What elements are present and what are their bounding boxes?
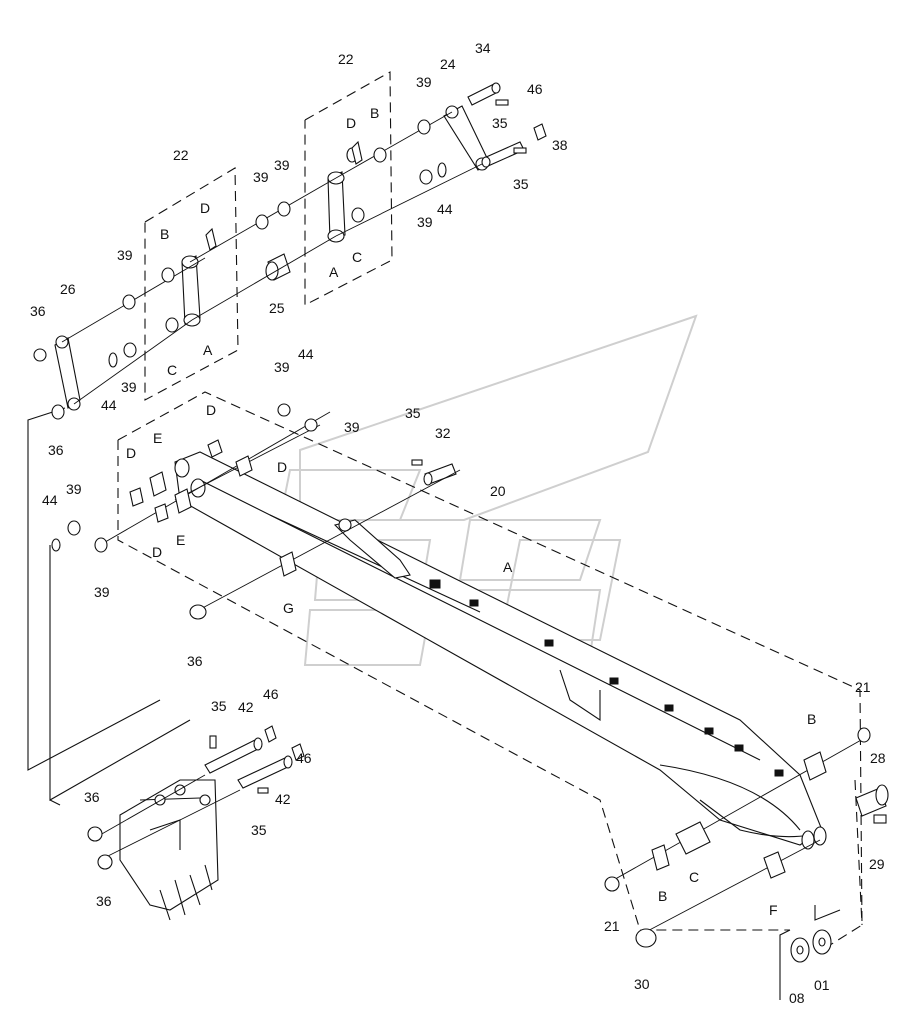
ref-label: 26 <box>60 281 76 297</box>
ref-label: 29 <box>869 856 885 872</box>
ref-label: 39 <box>416 74 432 90</box>
ref-label: 42 <box>238 699 254 715</box>
ref-label: 39 <box>117 247 133 263</box>
ref-label: D <box>152 544 162 560</box>
ref-label: D <box>277 459 287 475</box>
ref-label: 39 <box>274 157 290 173</box>
ref-label: 36 <box>96 893 112 909</box>
pin-32 <box>423 463 457 486</box>
ref-label: 35 <box>492 115 508 131</box>
pin-34 <box>467 82 501 106</box>
ref-label: 20 <box>490 483 506 499</box>
ref-label: 24 <box>440 56 456 72</box>
ref-label: 22 <box>338 51 354 67</box>
ref-label: 44 <box>437 201 453 217</box>
ref-label: 44 <box>101 397 117 413</box>
pin-42-upper <box>204 737 263 774</box>
lever-24 <box>443 105 489 171</box>
lever-26 <box>54 335 81 411</box>
ref-label: 39 <box>94 584 110 600</box>
ref-label: 32 <box>435 425 451 441</box>
ref-label: 39 <box>417 214 433 230</box>
reference-labels: 22 22 34 24 46 39 B D 35 38 35 39 39 44 … <box>30 40 886 1006</box>
ref-label: 35 <box>513 176 529 192</box>
ref-label: 28 <box>870 750 886 766</box>
ref-label: C <box>167 362 177 378</box>
ref-label: G <box>283 600 294 616</box>
ref-label: 44 <box>298 346 314 362</box>
ref-label: 36 <box>30 303 46 319</box>
ref-label: D <box>206 402 216 418</box>
ref-label: B <box>658 888 667 904</box>
group-boxes <box>117 71 863 946</box>
link-rod-upper <box>327 171 346 243</box>
ref-label: E <box>176 532 185 548</box>
boom-arm <box>174 451 827 850</box>
ref-label: D <box>126 445 136 461</box>
ref-label: 35 <box>251 822 267 838</box>
ref-label: 46 <box>263 686 279 702</box>
ref-label: 30 <box>634 976 650 992</box>
ref-label: 39 <box>274 359 290 375</box>
washers-08-01 <box>790 929 832 963</box>
ref-label: C <box>352 249 362 265</box>
ref-label: A <box>329 264 339 280</box>
ref-label: 35 <box>211 698 227 714</box>
ref-label: 35 <box>405 405 421 421</box>
ref-label: A <box>203 342 213 358</box>
leader-frames <box>27 407 841 1000</box>
ref-label: 36 <box>187 653 203 669</box>
ref-label: 46 <box>296 750 312 766</box>
pin-38 <box>481 141 525 168</box>
ref-label: 21 <box>855 679 871 695</box>
ref-label: 46 <box>527 81 543 97</box>
ref-label: 22 <box>173 147 189 163</box>
bucket <box>119 779 219 921</box>
ref-label: D <box>200 200 210 216</box>
ref-label: 44 <box>42 492 58 508</box>
ref-label: B <box>370 105 379 121</box>
ref-label: 38 <box>552 137 568 153</box>
ref-label: 21 <box>604 918 620 934</box>
ref-label: 42 <box>275 791 291 807</box>
ref-label: D <box>346 115 356 131</box>
pin-28 <box>855 784 889 817</box>
ref-label: 25 <box>269 300 285 316</box>
link-rod-lower <box>181 255 201 327</box>
pin-42-lower <box>237 755 293 789</box>
pin-25 <box>265 253 291 281</box>
ref-label: F <box>769 902 778 918</box>
ref-label: 39 <box>344 419 360 435</box>
ref-label: 36 <box>84 789 100 805</box>
ref-label: B <box>160 226 169 242</box>
ref-label: E <box>153 430 162 446</box>
ref-label: 39 <box>66 481 82 497</box>
ref-label: 36 <box>48 442 64 458</box>
ref-label: 39 <box>121 379 137 395</box>
ref-label: 01 <box>814 977 830 993</box>
ref-label: A <box>503 559 513 575</box>
ref-label: B <box>807 711 816 727</box>
ref-label: 08 <box>789 990 805 1006</box>
ref-label: C <box>689 869 699 885</box>
hardware <box>33 99 887 948</box>
ref-label: 39 <box>253 169 269 185</box>
ref-label: 34 <box>475 40 491 56</box>
